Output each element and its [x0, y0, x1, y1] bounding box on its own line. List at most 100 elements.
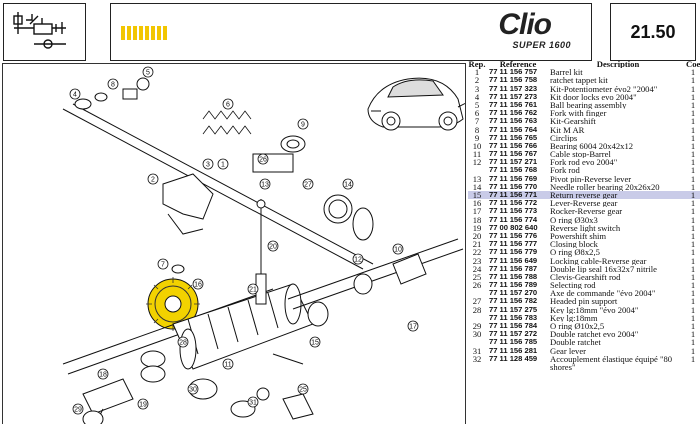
- row-reference: 77 11 156 761: [489, 99, 538, 109]
- reverse-gear-highlighted: [146, 277, 200, 331]
- row-coef: 1: [690, 353, 696, 364]
- row-coef: 1: [690, 83, 696, 94]
- row-description: Reverse light switch: [550, 223, 621, 232]
- row-description: Bearing 6004 20x42x12: [550, 141, 634, 151]
- row-coef: 1: [690, 181, 696, 192]
- row-reference: 77 11 156 787: [489, 263, 538, 273]
- row-coef: 1: [690, 198, 696, 209]
- row-description: Barrel kit: [550, 68, 583, 77]
- svg-text:14: 14: [344, 182, 352, 189]
- row-coef: 1: [690, 132, 696, 143]
- row-description: Selecting rod: [550, 281, 596, 290]
- col-coef-header: Coef: [686, 59, 700, 69]
- row-rep: 22: [472, 247, 482, 258]
- row-rep: 26: [472, 280, 482, 291]
- svg-text:19: 19: [139, 402, 147, 409]
- gearbox-icon: [13, 12, 66, 49]
- reverse-switch: [255, 199, 267, 305]
- svg-text:15: 15: [311, 340, 319, 347]
- row-description: Circlips: [550, 133, 578, 142]
- row-description: Headed pin support: [550, 297, 618, 306]
- row-description: Needle roller bearing 20x26x20: [550, 182, 660, 191]
- col-reference-header: Reference: [499, 59, 537, 69]
- row-coef: 1: [690, 116, 696, 127]
- row-description: Ball bearing assembly: [550, 100, 627, 110]
- table-row[interactable]: 5 77 11 156 761 Ball bearing assembly 1: [468, 99, 700, 110]
- row-rep: 15: [472, 190, 482, 200]
- svg-text:30: 30: [189, 387, 197, 394]
- row-rep: 6: [474, 108, 480, 119]
- row-description: Pivot pin-Reverse lever: [550, 174, 632, 183]
- row-description: Gear lever: [550, 346, 587, 355]
- row-rep: 31: [472, 345, 482, 356]
- svg-text:8: 8: [111, 82, 115, 89]
- callout: 16: [192, 278, 204, 290]
- svg-text:3: 3: [206, 162, 210, 169]
- row-rep: 29: [472, 321, 482, 331]
- exploded-view-diagram: 4 8 5 6 9 1 26 27 14 3 2 13 16 7 20 21 1…: [2, 63, 466, 424]
- gearbox-exploded-drawing: 4 8 5 6 9 1 26 27 14 3 2 13 16 7 20 21 1…: [62, 66, 465, 424]
- row-description: Kit door locks evo 2004": [550, 92, 637, 101]
- row-reference: 77 11 156 769: [489, 173, 538, 183]
- yellow-stripes: [121, 26, 169, 40]
- row-coef: 1: [690, 140, 696, 151]
- row-description: Accouplement élastique équipé "80 shores…: [550, 354, 673, 372]
- row-reference: 77 11 156 281: [489, 345, 538, 355]
- table-row[interactable]: 32 77 11 128 459 Accouplement élastique éq…: [468, 353, 700, 372]
- parts-table-header: Rep. Reference Description Coef: [468, 59, 700, 69]
- row-reference: 77 11 156 788: [489, 271, 538, 281]
- svg-text:4: 4: [73, 92, 77, 99]
- row-reference: 77 11 156 758: [489, 75, 538, 85]
- row-coef: 1: [690, 214, 696, 225]
- row-rep: 5: [474, 99, 480, 110]
- row-description: Kit-Gearshift: [550, 117, 596, 126]
- svg-text:25: 25: [299, 387, 307, 394]
- row-coef: 1: [690, 99, 696, 110]
- callout: 29: [72, 403, 84, 415]
- row-reference: 77 11 128 459: [489, 353, 538, 363]
- callout: 17: [407, 320, 419, 332]
- row-reference: 77 11 157 270: [489, 288, 538, 298]
- callout: 13: [259, 178, 271, 190]
- callout: 21: [247, 283, 259, 295]
- row-description: Closing block: [550, 240, 598, 249]
- row-rep: 32: [472, 353, 482, 364]
- svg-text:5: 5: [146, 70, 150, 77]
- row-reference: 77 11 156 765: [489, 132, 538, 142]
